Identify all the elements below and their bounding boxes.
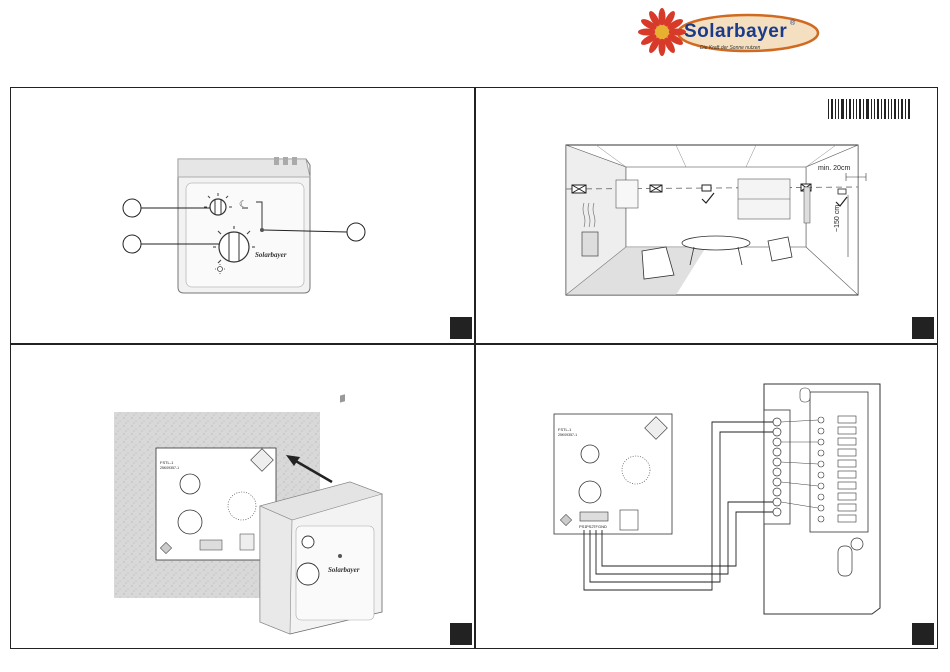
panel3-board-label: FSTL-1: [160, 460, 173, 465]
panel1-moon-symbol: ☾: [239, 199, 247, 210]
wiring-illustration: [476, 344, 938, 649]
panel4-board-label: FSTL-1: [558, 427, 571, 432]
thermostat-front-illustration: [10, 87, 474, 343]
panel1-device-brand: Solarbayer: [255, 251, 287, 259]
barcode: [828, 99, 910, 119]
panel3-wall-mounting: Solarbayer FSTL-1 25K09357-1: [10, 344, 474, 649]
panel2-dim-min: min. 20cm: [818, 165, 850, 172]
wall-mount-illustration: [10, 344, 474, 649]
panel4-board-sub: 25K09357-1: [558, 433, 577, 437]
logo-tagline: Die Kraft der Sonne nutzen: [700, 45, 760, 51]
panel3-device-brand: Solarbayer: [328, 566, 360, 574]
panel4-terminal-label: GND: [598, 524, 607, 529]
solarbayer-logo: Solarbayer ® Die Kraft der Sonne nutzen: [640, 8, 820, 60]
logo-registered: ®: [790, 20, 795, 27]
room-illustration: [476, 87, 938, 343]
panel2-dim-height: ~150 cm: [834, 205, 841, 232]
panel3-board-sub: 25K09357-1: [160, 466, 179, 470]
logo-brand: Solarbayer: [684, 21, 787, 43]
panel2-room-placement: min. 20cm ~150 cm: [476, 87, 938, 343]
panel1-device-front: ☾ Solarbayer: [10, 87, 474, 343]
panel4-wiring-diagram: FSTL-1 25K09357-1 PS1 PS2 TF GND: [476, 344, 938, 649]
